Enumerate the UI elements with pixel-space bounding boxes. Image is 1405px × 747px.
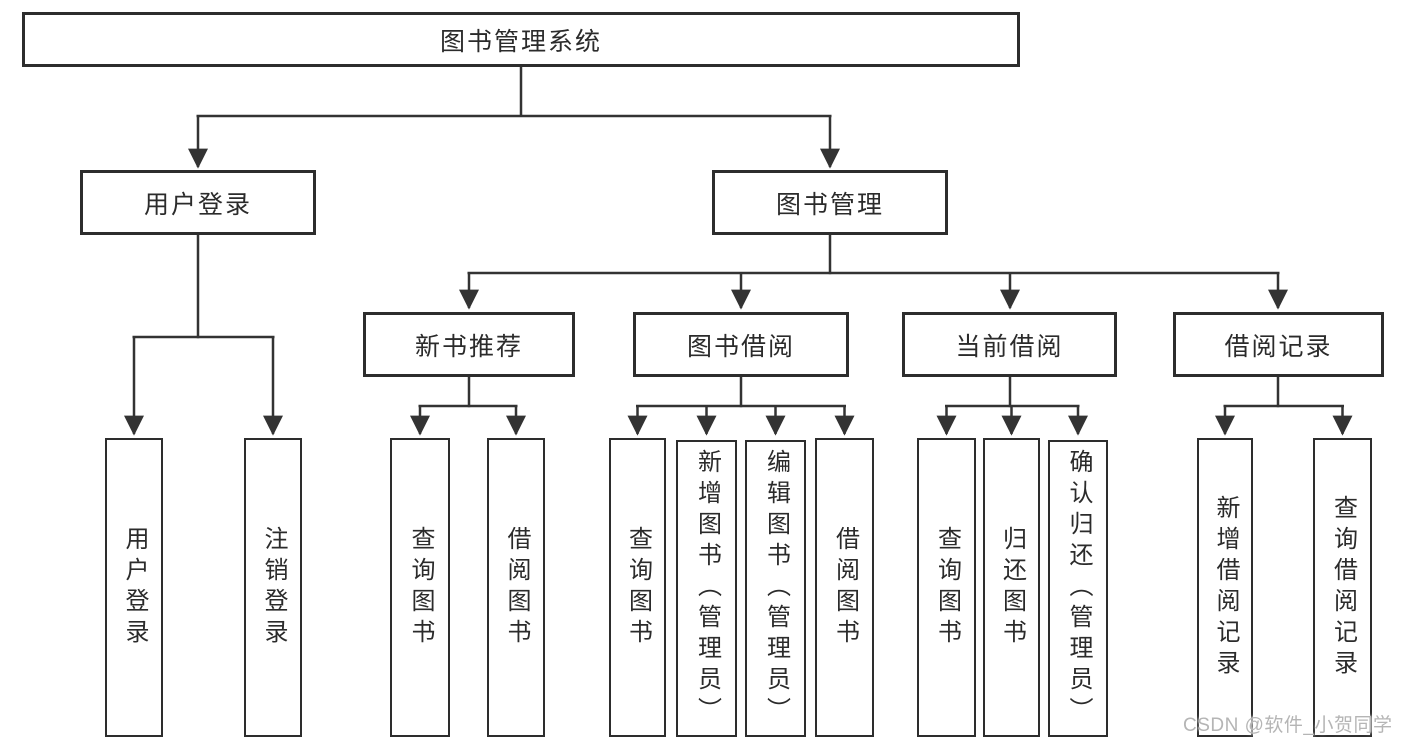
leaf-cb-confirm-return-admin-label: 确认归还（管理员） xyxy=(1065,449,1092,728)
leaf-cb-return-books: 归还图书 xyxy=(983,438,1040,737)
leaf-cb-query-books: 查询图书 xyxy=(917,438,976,737)
leaf-nbr-query-books: 查询图书 xyxy=(390,438,450,737)
node-current-borrowing-label: 当前借阅 xyxy=(955,332,1064,361)
node-root-label: 图书管理系统 xyxy=(439,27,602,56)
node-book-borrowing-label: 图书借阅 xyxy=(686,332,795,361)
node-user-login: 用户登录 xyxy=(80,170,316,235)
leaf-bb-edit-books-admin-label: 编辑图书（管理员） xyxy=(762,449,790,728)
edges-new-book-recommend xyxy=(410,375,526,436)
leaf-bb-query-books: 查询图书 xyxy=(609,438,666,737)
leaf-bb-edit-books-admin: 编辑图书（管理员） xyxy=(745,440,806,737)
csdn-watermark: CSDN @软件_小贺同学 xyxy=(1183,715,1393,736)
node-borrowing-records: 借阅记录 xyxy=(1173,312,1384,377)
leaf-user-login-label: 用户登录 xyxy=(121,525,148,650)
leaf-bb-add-books-admin: 新增图书（管理员） xyxy=(676,440,737,737)
edges-book-management xyxy=(459,234,1288,310)
leaf-user-login: 用户登录 xyxy=(105,438,163,737)
leaf-cb-confirm-return-admin: 确认归还（管理员） xyxy=(1048,440,1108,737)
leaf-bb-add-books-admin-label: 新增图书（管理员） xyxy=(693,449,721,728)
leaf-cb-return-books-label: 归还图书 xyxy=(998,525,1026,650)
node-book-management-label: 图书管理 xyxy=(775,190,884,219)
edges-borrowing-records xyxy=(1215,375,1353,436)
node-new-book-recommend: 新书推荐 xyxy=(363,312,575,377)
leaf-br-add-record: 新增借阅记录 xyxy=(1197,438,1253,737)
node-root: 图书管理系统 xyxy=(22,12,1020,67)
leaf-nbr-borrow-books-label: 借阅图书 xyxy=(503,525,530,650)
leaf-bb-query-books-label: 查询图书 xyxy=(624,525,652,650)
node-user-login-label: 用户登录 xyxy=(143,190,252,219)
leaf-logout: 注销登录 xyxy=(244,438,302,737)
leaf-cb-query-books-label: 查询图书 xyxy=(933,525,961,650)
node-book-borrowing: 图书借阅 xyxy=(633,312,849,377)
leaf-br-query-record-label: 查询借阅记录 xyxy=(1329,494,1357,681)
edges-book-borrowing xyxy=(627,375,855,436)
edges-root xyxy=(188,66,840,169)
edges-user-login xyxy=(124,234,283,436)
leaf-br-add-record-label: 新增借阅记录 xyxy=(1212,494,1239,681)
leaf-nbr-borrow-books: 借阅图书 xyxy=(487,438,545,737)
leaf-br-query-record: 查询借阅记录 xyxy=(1313,438,1372,737)
node-new-book-recommend-label: 新书推荐 xyxy=(414,332,523,361)
leaf-bb-borrow-books-label: 借阅图书 xyxy=(831,525,859,650)
leaf-nbr-query-books-label: 查询图书 xyxy=(407,525,434,650)
leaf-bb-borrow-books: 借阅图书 xyxy=(815,438,874,737)
node-book-management: 图书管理 xyxy=(712,170,948,235)
node-current-borrowing: 当前借阅 xyxy=(902,312,1117,377)
leaf-logout-label: 注销登录 xyxy=(260,525,287,650)
node-borrowing-records-label: 借阅记录 xyxy=(1224,332,1333,361)
edges-current-borrowing xyxy=(936,375,1088,436)
